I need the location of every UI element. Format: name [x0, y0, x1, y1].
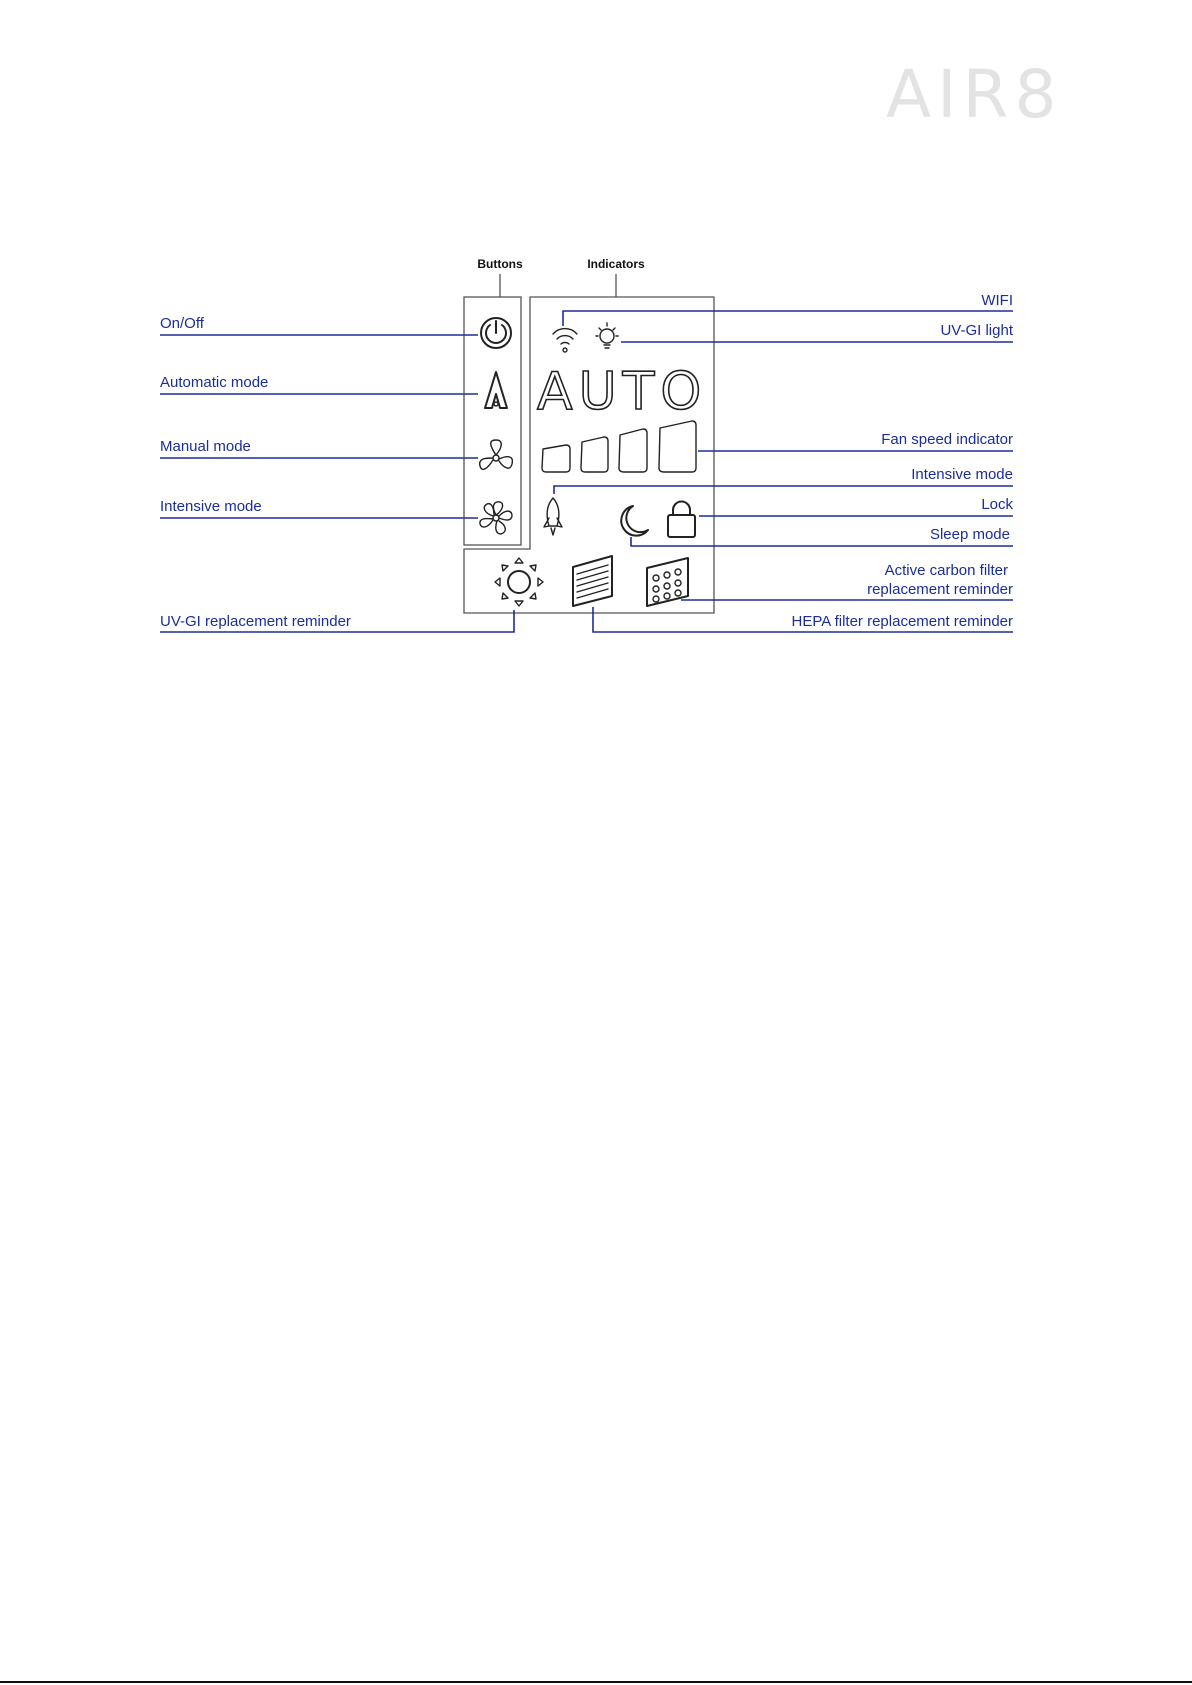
- bulb-icon: [596, 323, 618, 348]
- sleep-label: Sleep mode: [930, 526, 1010, 543]
- automatic-mode-label: Automatic mode: [160, 374, 268, 391]
- carbon-label-line-2: replacement reminder: [867, 581, 1013, 598]
- fan-speed-bar-2: [581, 437, 608, 472]
- on-off-label: On/Off: [160, 315, 205, 332]
- manual-mode-button[interactable]: [480, 440, 513, 469]
- page-bottom-rule: [0, 1681, 1192, 1683]
- auto-mode-icon: [485, 372, 507, 408]
- fan-icon: [480, 440, 513, 469]
- hepa-label: HEPA filter replacement reminder: [792, 613, 1013, 630]
- wifi-indicator: [553, 329, 577, 352]
- hepa-replacement-indicator: [573, 556, 612, 606]
- fan-speed-label: Fan speed indicator: [881, 431, 1013, 448]
- intensive-mode-button-label: Intensive mode: [160, 498, 262, 515]
- intensive-indicator-label: Intensive mode: [911, 466, 1013, 483]
- power-icon: [481, 318, 511, 348]
- intensive-mode-indicator: [544, 498, 562, 535]
- power-button[interactable]: [481, 318, 511, 348]
- moon-icon: [621, 506, 648, 536]
- intensive-mode-button[interactable]: [480, 502, 512, 534]
- lock-indicator: [668, 502, 695, 538]
- indicators-heading: Indicators: [587, 257, 645, 271]
- automatic-mode-button[interactable]: [485, 372, 507, 408]
- intensive-fan-icon: [480, 502, 512, 534]
- carbon-replacement-indicator: [647, 558, 688, 606]
- uvgi-replacement-indicator: [495, 558, 543, 606]
- sleep-mode-indicator: [621, 506, 648, 536]
- uv-lamp-icon: [495, 558, 543, 606]
- fan-speed-bar-1: [542, 445, 570, 472]
- buttons-heading: Buttons: [477, 257, 523, 271]
- carbon-filter-icon: [647, 558, 688, 606]
- lock-label: Lock: [981, 496, 1013, 513]
- carbon-label-line-1: Active carbon filter: [885, 562, 1008, 579]
- lock-icon: [668, 502, 695, 538]
- fan-speed-bar-4: [659, 421, 696, 472]
- uvgi-light-indicator: [596, 323, 618, 348]
- intensive-indicator-leader-line: [554, 486, 1013, 494]
- fan-speed-bar-3: [619, 429, 647, 472]
- uvgi-reminder-label: UV-GI replacement reminder: [160, 613, 351, 630]
- fan-speed-bars: [542, 421, 696, 472]
- uvgi-light-label: UV-GI light: [940, 322, 1013, 339]
- rocket-icon: [544, 498, 562, 535]
- wifi-icon: [553, 329, 577, 352]
- auto-display: AUTO: [537, 362, 707, 422]
- wifi-label: WIFI: [981, 292, 1013, 309]
- hepa-filter-icon: [573, 556, 612, 606]
- manual-mode-label: Manual mode: [160, 438, 251, 455]
